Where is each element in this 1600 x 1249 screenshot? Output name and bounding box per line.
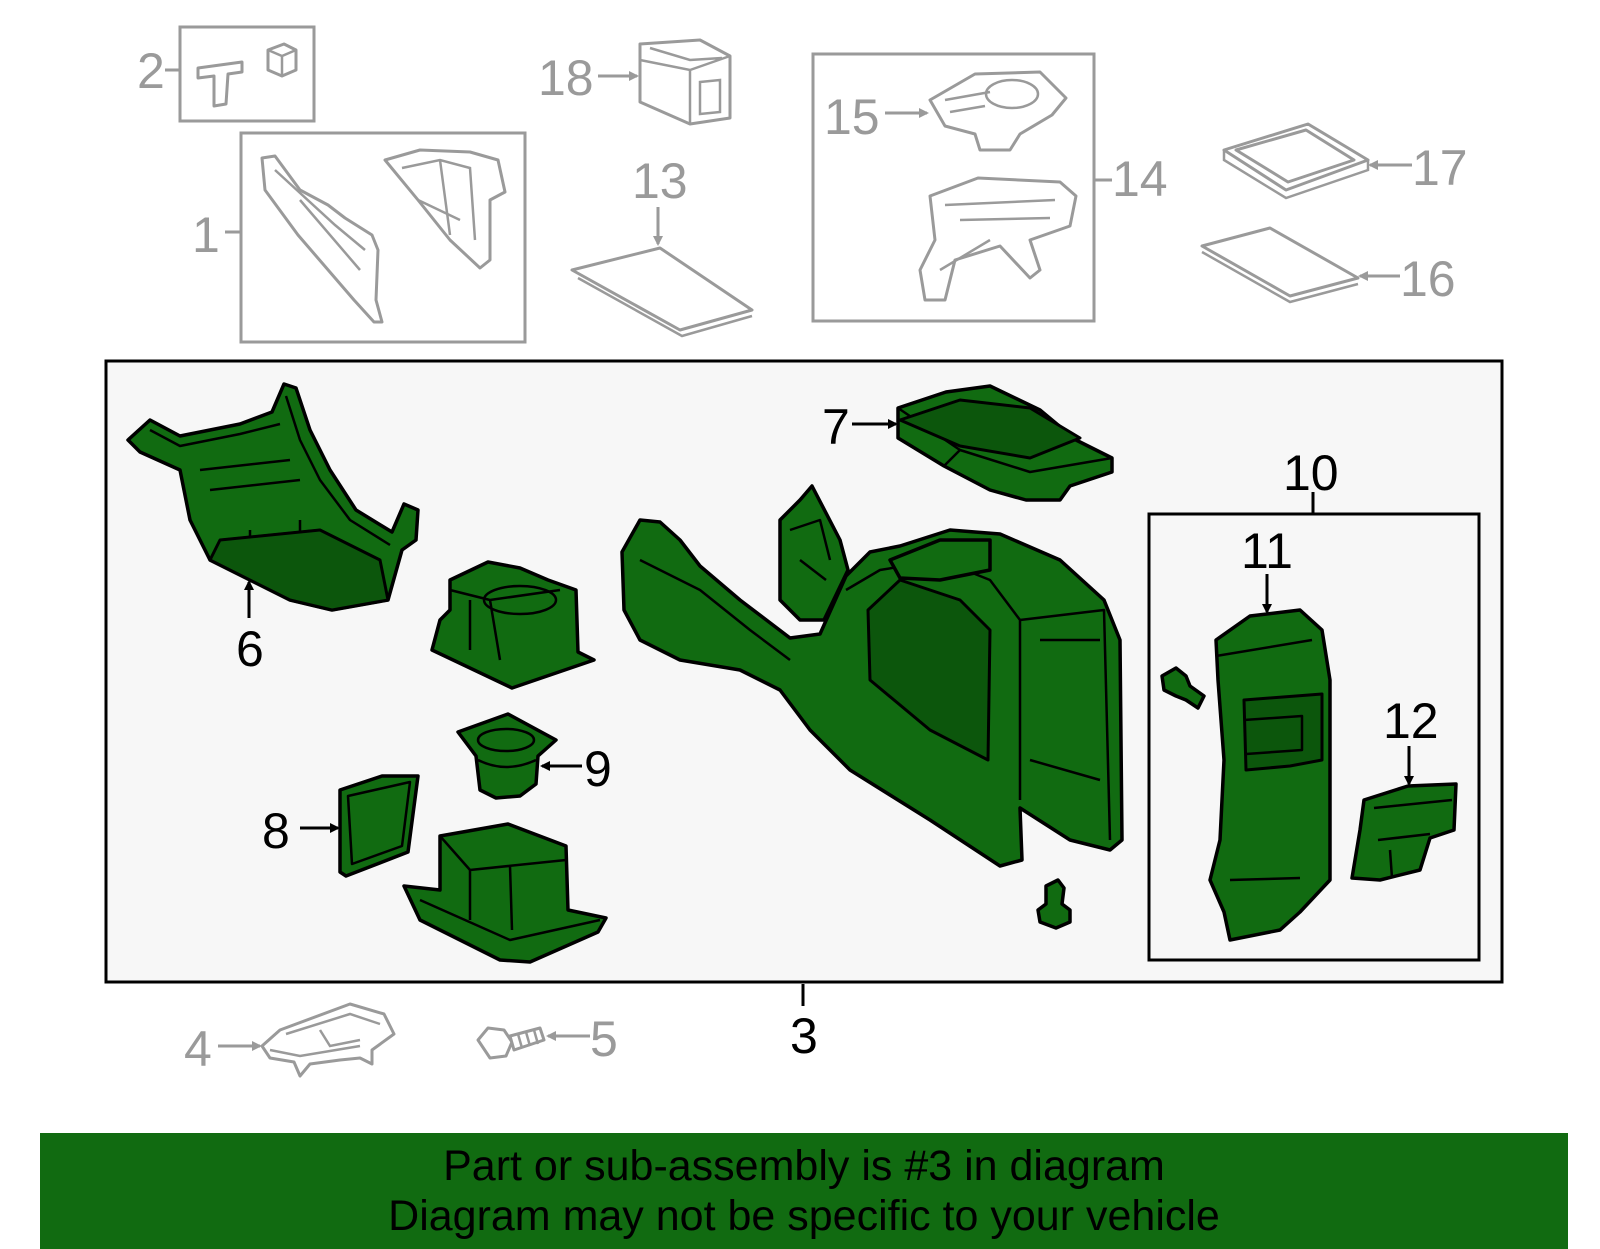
callout-2: 2	[137, 43, 165, 99]
callout-15: 15	[824, 89, 880, 145]
callout-18: 18	[538, 50, 594, 106]
part-7-armrest-lid[interactable]	[852, 384, 1114, 502]
bolt-subassembly-10[interactable]	[1160, 666, 1206, 710]
callout-5: 5	[590, 1011, 618, 1067]
part-8-panel[interactable]	[300, 774, 420, 878]
part-18-switch[interactable]	[598, 38, 732, 126]
part-13-mat[interactable]	[570, 207, 754, 338]
banner-line-2: Diagram may not be specific to your vehi…	[388, 1192, 1220, 1240]
callout-7: 7	[822, 399, 850, 455]
part-14-shift-bezel-assembly[interactable]	[811, 52, 1112, 323]
callout-17: 17	[1412, 140, 1468, 196]
part-3-console-body[interactable]	[620, 484, 1124, 868]
info-banner: Part or sub-assembly is #3 in diagram Di…	[40, 1133, 1568, 1249]
cup-holder-insert[interactable]	[430, 560, 596, 690]
part-17-tray-liner[interactable]	[1222, 122, 1412, 200]
callout-3: 3	[790, 1008, 818, 1064]
part-12-module[interactable]	[1350, 746, 1458, 882]
banner-line-1: Part or sub-assembly is #3 in diagram	[443, 1142, 1165, 1190]
callout-13: 13	[632, 153, 688, 209]
callout-12: 12	[1383, 693, 1439, 749]
callout-16: 16	[1400, 251, 1456, 307]
callout-1: 1	[192, 207, 220, 263]
callout-6: 6	[236, 621, 264, 677]
lower-storage-box[interactable]	[402, 822, 608, 964]
part-11-rear-panel[interactable]	[1208, 574, 1332, 942]
part-1-side-panels[interactable]	[225, 131, 527, 344]
callout-10: 10	[1283, 445, 1339, 501]
callout-4: 4	[184, 1021, 212, 1077]
part-4-bracket[interactable]	[218, 1002, 396, 1078]
part-6-front-tray[interactable]	[126, 382, 420, 618]
callout-9: 9	[584, 741, 612, 797]
callout-11: 11	[1241, 523, 1293, 579]
callout-8: 8	[262, 803, 290, 859]
part-2-clips[interactable]	[165, 25, 316, 123]
callout-14: 14	[1112, 151, 1168, 207]
part-16-mat[interactable]	[1200, 226, 1400, 304]
bolt-small-center[interactable]	[1036, 878, 1072, 930]
part-5-bolt[interactable]	[476, 1026, 590, 1060]
part-9-cup[interactable]	[456, 712, 582, 800]
